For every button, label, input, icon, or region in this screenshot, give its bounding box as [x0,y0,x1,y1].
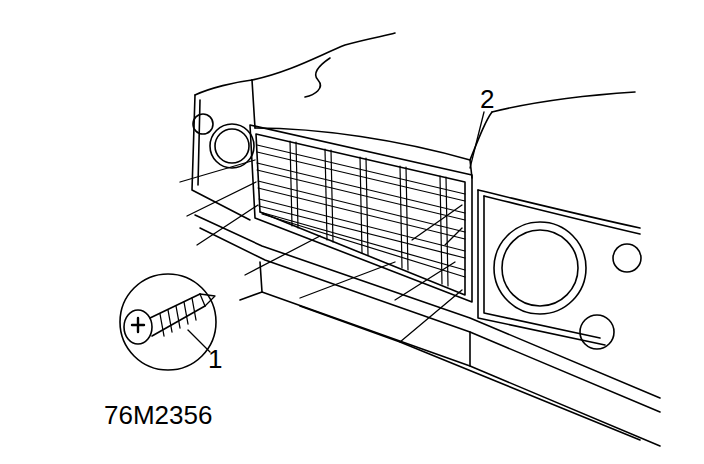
figure-reference: 76M2356 [104,402,212,428]
callout-number: 1 [208,346,222,372]
callout-number: 2 [480,86,494,112]
